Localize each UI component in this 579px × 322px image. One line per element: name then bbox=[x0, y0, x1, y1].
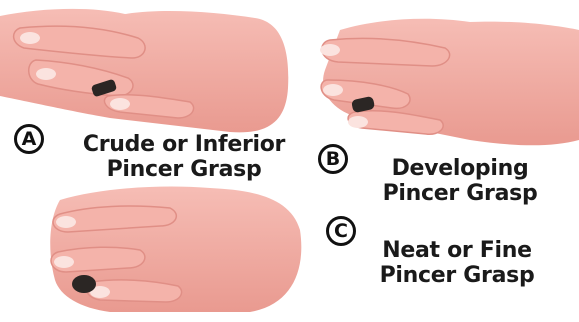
panel-c-caption-line1: Neat or Fine bbox=[362, 238, 552, 263]
panel-a-caption: Crude or Inferior Pincer Grasp bbox=[64, 132, 304, 182]
panel-c-caption-line2: Pincer Grasp bbox=[362, 263, 552, 288]
panel-b-badge: B bbox=[318, 144, 348, 174]
panel-a-caption-line1: Crude or Inferior bbox=[64, 132, 304, 157]
panel-a-badge: A bbox=[14, 124, 44, 154]
hand-developing-grasp bbox=[320, 19, 579, 146]
panel-b-letter: B bbox=[326, 148, 340, 170]
panel-b-caption-line1: Developing bbox=[360, 156, 560, 181]
panel-c-badge: C bbox=[326, 216, 356, 246]
panel-b-caption-line2: Pincer Grasp bbox=[360, 181, 560, 206]
panel-b-caption: Developing Pincer Grasp bbox=[360, 156, 560, 206]
hand-crude-grasp bbox=[0, 9, 288, 132]
panel-c-caption: Neat or Fine Pincer Grasp bbox=[362, 238, 552, 288]
panel-a-letter: A bbox=[22, 128, 37, 150]
hand-neat-grasp bbox=[50, 187, 301, 313]
panel-a-caption-line2: Pincer Grasp bbox=[64, 157, 304, 182]
panel-c-letter: C bbox=[334, 220, 348, 242]
